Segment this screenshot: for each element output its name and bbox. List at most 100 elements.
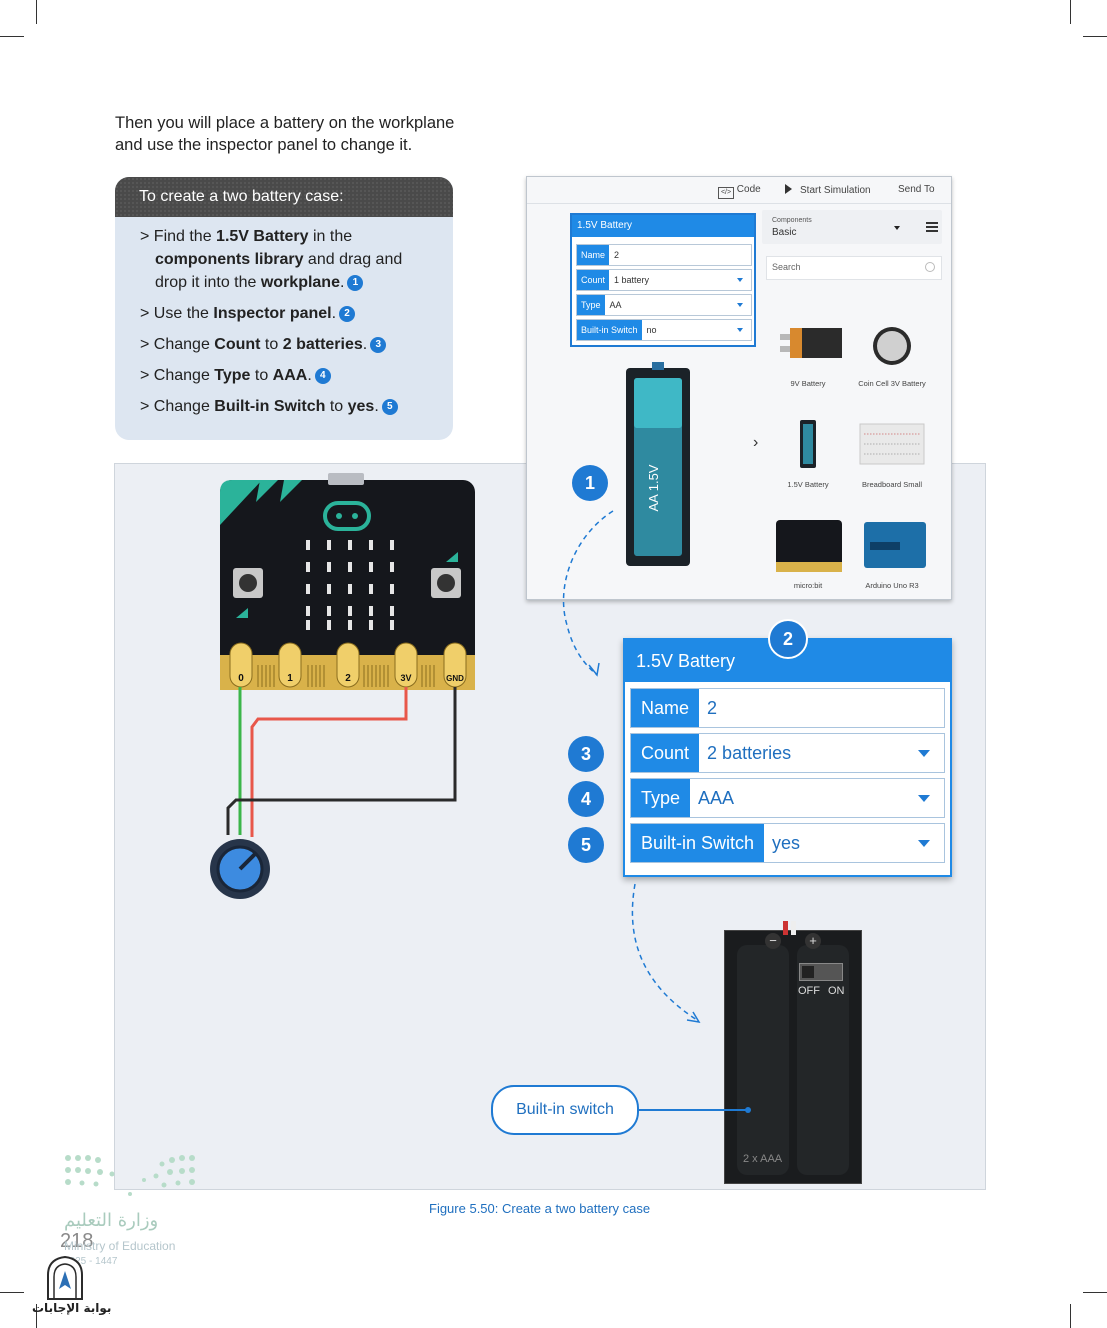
- library-item-label: Coin Cell 3V Battery: [858, 379, 926, 388]
- step-bold: Type: [214, 367, 251, 384]
- crop-mark: [1083, 1292, 1107, 1293]
- step-item: > Find the 1.5V Battery in the component…: [140, 225, 453, 294]
- battery-case-label: 2 x AAA: [743, 1153, 783, 1165]
- field-value: 1 battery: [614, 275, 650, 285]
- step-bold: yes: [347, 398, 375, 415]
- chevron-down-icon: [894, 226, 900, 230]
- step-item: > Change Built-in Switch to yes.5: [140, 395, 453, 418]
- code-button[interactable]: </> Code: [718, 184, 761, 199]
- edge-connector-teeth: [257, 665, 435, 687]
- builtin-switch-select[interactable]: Built-in Switch yes: [630, 823, 945, 863]
- answers-gate-logo: [47, 1255, 83, 1300]
- pin-label: 3V: [400, 673, 411, 683]
- microbit-logo-dot: [352, 513, 358, 519]
- library-item-label: 9V Battery: [790, 379, 825, 388]
- type-select[interactable]: Type AAA: [630, 778, 945, 818]
- ministry-english-name: Ministry of Education: [64, 1239, 176, 1253]
- field-value: AAA: [698, 788, 735, 808]
- 1-5v-battery-cell: [803, 424, 813, 464]
- chevron-down-icon: [918, 840, 930, 847]
- field-label: Count: [631, 734, 700, 772]
- dashed-arrow-line: [562, 510, 614, 676]
- step-text: .: [374, 398, 379, 415]
- step-number-badge: 2: [339, 306, 356, 322]
- library-item-label: Breadboard Small: [862, 480, 922, 489]
- pin-label: 2: [345, 673, 351, 684]
- coin-cell-face: [877, 331, 907, 361]
- library-item-microbit[interactable]: [776, 520, 842, 572]
- field-label: Type: [577, 295, 605, 315]
- step-text: in the: [308, 228, 353, 245]
- battery-slot: [737, 945, 789, 1175]
- library-item-coin-cell[interactable]: [873, 327, 911, 365]
- white-lead: [791, 921, 796, 935]
- count-select[interactable]: Count 2 batteries: [630, 733, 945, 773]
- power-switch[interactable]: [799, 963, 843, 981]
- 9v-terminal: [780, 346, 790, 352]
- microbit-logo: [323, 501, 371, 531]
- potentiometer-indicator: [238, 851, 258, 871]
- step-text: > Change: [140, 398, 215, 415]
- step-bold: Built-in Switch: [214, 398, 326, 415]
- field-value: yes: [772, 833, 801, 853]
- field-label: Name: [631, 689, 700, 727]
- step-text: > Use the: [140, 305, 214, 322]
- mini-inspector-title: 1.5V Battery: [572, 215, 754, 237]
- dashed-arrow: [631, 883, 701, 1024]
- wire-black: [226, 687, 457, 835]
- crop-mark: [0, 1292, 24, 1293]
- send-to-button[interactable]: Send To: [898, 184, 935, 195]
- steps-title: To create a two battery case:: [115, 177, 453, 217]
- chevron-down-icon: [737, 328, 743, 332]
- field-label: Type: [631, 779, 691, 817]
- step-number-badge: 5: [381, 399, 398, 415]
- field-label: Built-in Switch: [631, 824, 765, 862]
- step-text: to: [325, 398, 348, 415]
- field-value: 2: [707, 698, 718, 718]
- field-label: Built-in Switch: [577, 320, 642, 340]
- microbit-corner-accent: [220, 480, 262, 525]
- switch-slider: [802, 966, 814, 978]
- step-text: .: [339, 274, 345, 291]
- mini-count-select[interactable]: Count 1 battery: [576, 269, 752, 291]
- switch-off-label: OFF: [798, 985, 820, 997]
- dashed-arrow: [562, 510, 614, 677]
- step-bold: 1.5V Battery: [216, 228, 309, 245]
- ministry-arabic-name: وزارة التعليم: [64, 1210, 159, 1231]
- field-value: 2: [614, 250, 620, 260]
- step-number-badge: 3: [370, 337, 387, 353]
- crop-mark: [36, 0, 37, 24]
- start-simulation-button[interactable]: Start Simulation: [785, 184, 871, 196]
- components-dropdown[interactable]: Components Basic: [762, 210, 942, 244]
- 9v-terminal: [780, 334, 790, 340]
- callout-1: 1: [572, 465, 608, 501]
- step-text: .: [331, 305, 337, 322]
- microbit-corner-accent: [280, 480, 302, 502]
- crop-mark: [1083, 36, 1107, 37]
- list-view-icon[interactable]: [926, 222, 938, 232]
- battery-slot: [797, 945, 849, 1175]
- battery-terminal: [652, 362, 664, 370]
- library-item-arduino[interactable]: [864, 522, 926, 568]
- crop-mark: [1070, 1304, 1071, 1328]
- field-label: Count: [577, 270, 610, 290]
- arrow-head: [588, 662, 600, 677]
- microbit-thumb-edge: [776, 562, 842, 572]
- library-item-1-5v-battery[interactable]: [800, 420, 816, 468]
- collapse-chevron-icon[interactable]: ›: [753, 434, 759, 451]
- search-input[interactable]: Search: [766, 256, 942, 280]
- name-field[interactable]: Name 2: [630, 688, 945, 728]
- library-item-9v-battery[interactable]: [780, 328, 842, 358]
- switch-on-label: ON: [828, 985, 845, 997]
- intro-text: Then you will place a battery on the wor…: [115, 112, 495, 156]
- send-to-label: Send To: [898, 184, 935, 195]
- step-bold: Count: [214, 336, 261, 353]
- edge-pins: [229, 642, 467, 688]
- callout-leader-dot: [745, 1107, 751, 1113]
- library-item-breadboard[interactable]: [859, 423, 925, 465]
- field-value: 2 batteries: [707, 743, 792, 763]
